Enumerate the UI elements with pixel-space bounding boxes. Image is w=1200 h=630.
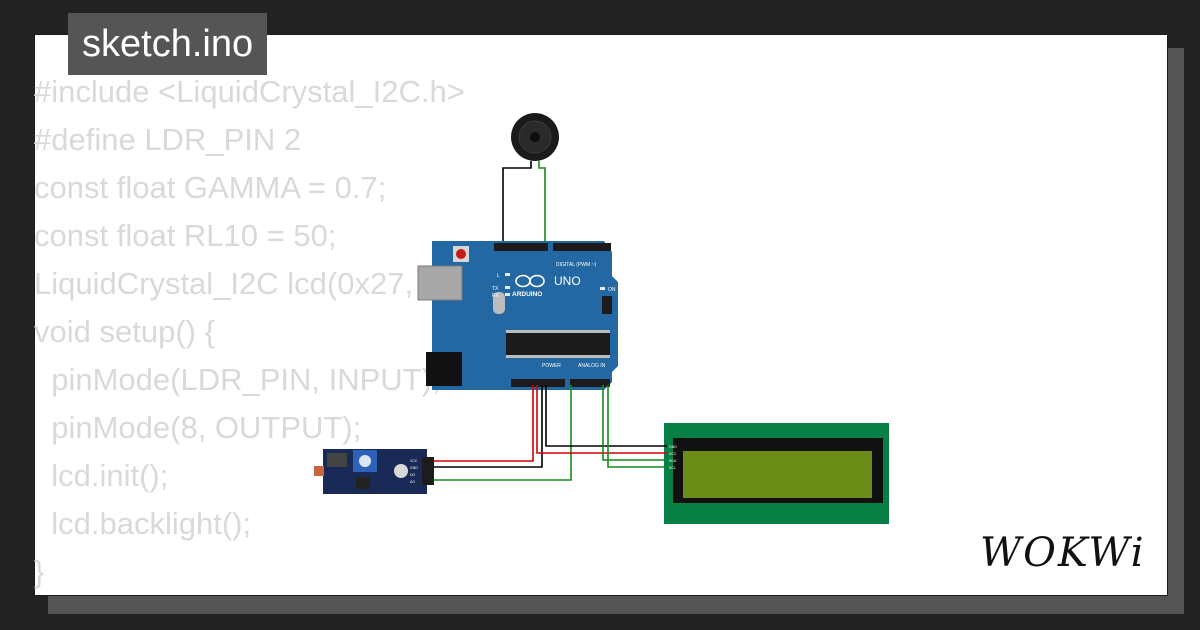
wire-lcd-sda — [602, 385, 667, 461]
wire-ldr-vcc — [434, 385, 534, 462]
wire-lcd-vcc — [536, 385, 667, 454]
buzzer[interactable] — [511, 113, 559, 161]
atmega-chip — [506, 333, 610, 355]
file-tab[interactable]: sketch.ino — [68, 13, 268, 75]
wire-ldr-signal — [434, 385, 572, 481]
ldr-pin-label: GND — [410, 466, 418, 470]
analog-header-label: ANALOG IN — [578, 363, 606, 369]
lcd-screen — [683, 451, 872, 498]
power-header-label: POWER — [542, 363, 561, 369]
ldr-pin-label: DO — [410, 473, 416, 477]
usb-port — [417, 265, 463, 301]
arduino-uno[interactable]: L TX RX ON ARDUINO UNO DIGITAL (PWM ~) P… — [417, 241, 618, 390]
wire-lcd-gnd — [545, 385, 667, 447]
code-line: const float RL10 = 50; — [34, 218, 337, 253]
lcd-pin-label: VCC — [669, 452, 677, 456]
code-line: pinMode(8, OUTPUT); — [34, 410, 362, 445]
ldr-header — [422, 457, 434, 485]
code-line: lcd.backlight(); — [34, 506, 252, 541]
led-label-tx: TX — [492, 286, 499, 292]
wire-ldr-gnd — [434, 385, 543, 468]
lcd-pin-label: SCL — [669, 466, 676, 470]
code-line: const float GAMMA = 0.7; — [34, 170, 387, 205]
code-preview: #include <LiquidCrystal_I2C.h> #define L… — [34, 68, 1034, 596]
digital-header — [494, 243, 548, 251]
buzzer-wire-gnd — [502, 161, 532, 245]
ldr-pin-label: AO — [410, 480, 415, 484]
code-line: void setup() { — [34, 314, 215, 349]
analog-header — [570, 379, 610, 387]
led-label-l: L — [497, 273, 500, 279]
arduino-logo-icon — [515, 274, 545, 288]
lcd-pin-label: GND — [669, 445, 677, 449]
led-label-on: ON — [608, 287, 616, 293]
svg-text:WOKWi: WOKWi — [980, 530, 1146, 576]
power-jack — [426, 352, 462, 386]
ldr-sensor-module[interactable]: VCC GND DO AO — [314, 449, 434, 494]
photoresistor-icon — [314, 466, 324, 476]
ldr-pin-label: VCC — [410, 459, 418, 463]
power-header — [511, 379, 565, 387]
wokwi-logo: WOKWi — [980, 530, 1146, 576]
code-line: lcd.init(); — [34, 458, 169, 493]
code-line: #define LDR_PIN 2 — [34, 122, 302, 157]
board-brand: ARDUINO — [512, 291, 542, 298]
buzzer-wire-signal — [538, 161, 546, 245]
code-line: } — [34, 554, 45, 589]
code-line: LiquidCrystal_I2C lcd(0x27, 16, 2); — [34, 266, 510, 301]
lcd-1602-i2c[interactable]: GND VCC SDA SCL — [664, 423, 889, 524]
lcd-pin-label: SDA — [669, 459, 677, 463]
led-label-rx: RX — [492, 293, 500, 299]
code-line: pinMode(LDR_PIN, INPUT); — [34, 362, 441, 397]
code-line: #include <LiquidCrystal_I2C.h> — [34, 74, 465, 109]
wire-lcd-scl — [607, 385, 667, 468]
board-model: UNO — [554, 274, 581, 288]
digital-header-label: DIGITAL (PWM ~) — [556, 262, 596, 268]
